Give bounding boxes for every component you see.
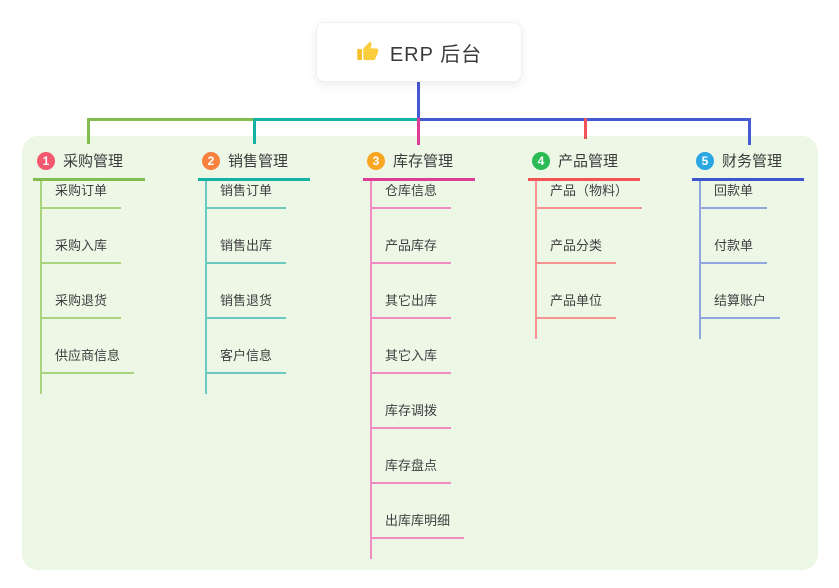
- child-node[interactable]: 产品库存: [370, 236, 452, 264]
- branch-node[interactable]: 3 库存管理: [363, 148, 475, 181]
- branch-node-label: 财务管理: [722, 153, 783, 170]
- child-node[interactable]: 付款单: [699, 236, 768, 264]
- child-node[interactable]: 库存盘点: [370, 456, 452, 484]
- child-node[interactable]: 客户信息: [205, 346, 287, 374]
- branch-drop-line: [748, 118, 751, 145]
- child-node[interactable]: 销售出库: [205, 236, 287, 264]
- child-node[interactable]: 产品单位: [535, 291, 617, 319]
- connector-segment-left: [88, 118, 254, 121]
- branch-column-5: 5 财务管理 回款单付款单结算账户: [692, 148, 822, 339]
- child-node[interactable]: 产品分类: [535, 236, 617, 264]
- child-node[interactable]: 采购订单: [40, 181, 122, 209]
- branch-children: 产品（物料） 产品分类产品单位: [528, 181, 658, 339]
- child-node[interactable]: 销售订单: [205, 181, 287, 209]
- root-connector-line: [417, 82, 420, 119]
- branch-number-badge: 1: [37, 151, 55, 170]
- branch-drop-line: [584, 118, 587, 139]
- branch-column-4: 4 产品管理 产品（物料） 产品分类产品单位: [528, 148, 658, 339]
- child-node[interactable]: 采购退货: [40, 291, 122, 319]
- branch-drop-line: [417, 118, 420, 145]
- root-node[interactable]: ERP 后台: [316, 22, 522, 82]
- branch-column-1: 1 采购管理 采购订单采购入库采购退货供应商信息: [33, 148, 163, 394]
- branch-children: 销售订单销售出库销售退货客户信息: [198, 181, 328, 394]
- branch-node[interactable]: 5 财务管理: [692, 148, 804, 181]
- branch-number-badge: 2: [202, 151, 220, 170]
- branch-number-badge: 4: [532, 151, 550, 170]
- child-node[interactable]: 出库库明细: [370, 511, 465, 539]
- branch-number-badge: 3: [367, 151, 385, 170]
- branch-node-label: 销售管理: [228, 153, 289, 170]
- branch-drop-line: [87, 118, 90, 144]
- child-node[interactable]: 其它出库: [370, 291, 452, 319]
- branch-stem-line: [535, 181, 537, 339]
- child-node[interactable]: 结算账户: [699, 291, 781, 319]
- child-node[interactable]: 其它入库: [370, 346, 452, 374]
- branch-children: 仓库信息产品库存其它出库其它入库库存调拨库存盘点出库库明细: [363, 181, 493, 559]
- root-node-label: ERP 后台: [389, 43, 483, 66]
- branch-node[interactable]: 2 销售管理: [198, 148, 310, 181]
- branch-number-badge: 5: [696, 151, 714, 170]
- child-node[interactable]: 仓库信息: [370, 181, 452, 209]
- branch-node-label: 库存管理: [393, 153, 454, 170]
- branch-children: 采购订单采购入库采购退货供应商信息: [33, 181, 163, 394]
- child-node[interactable]: 供应商信息: [40, 346, 135, 374]
- child-node[interactable]: 销售退货: [205, 291, 287, 319]
- branch-node[interactable]: 4 产品管理: [528, 148, 640, 181]
- branch-node[interactable]: 1 采购管理: [33, 148, 145, 181]
- child-node[interactable]: 采购入库: [40, 236, 122, 264]
- branch-node-label: 产品管理: [558, 153, 619, 170]
- child-node[interactable]: 产品（物料）: [535, 181, 643, 209]
- branch-node-label: 采购管理: [63, 153, 124, 170]
- branch-children: 回款单付款单结算账户: [692, 181, 822, 339]
- branch-column-3: 3 库存管理 仓库信息产品库存其它出库其它入库库存调拨库存盘点出库库明细: [363, 148, 493, 559]
- branch-stem-line: [370, 181, 372, 559]
- thumbs-up-icon: [356, 40, 380, 64]
- branch-drop-line: [253, 118, 256, 144]
- child-node[interactable]: 库存调拨: [370, 401, 452, 429]
- branch-stem-line: [699, 181, 701, 339]
- branch-column-2: 2 销售管理 销售订单销售出库销售退货客户信息: [198, 148, 328, 394]
- branch-stem-line: [205, 181, 207, 394]
- child-node[interactable]: 回款单: [699, 181, 768, 209]
- connector-segment-mid: [254, 118, 419, 121]
- branch-stem-line: [40, 181, 42, 394]
